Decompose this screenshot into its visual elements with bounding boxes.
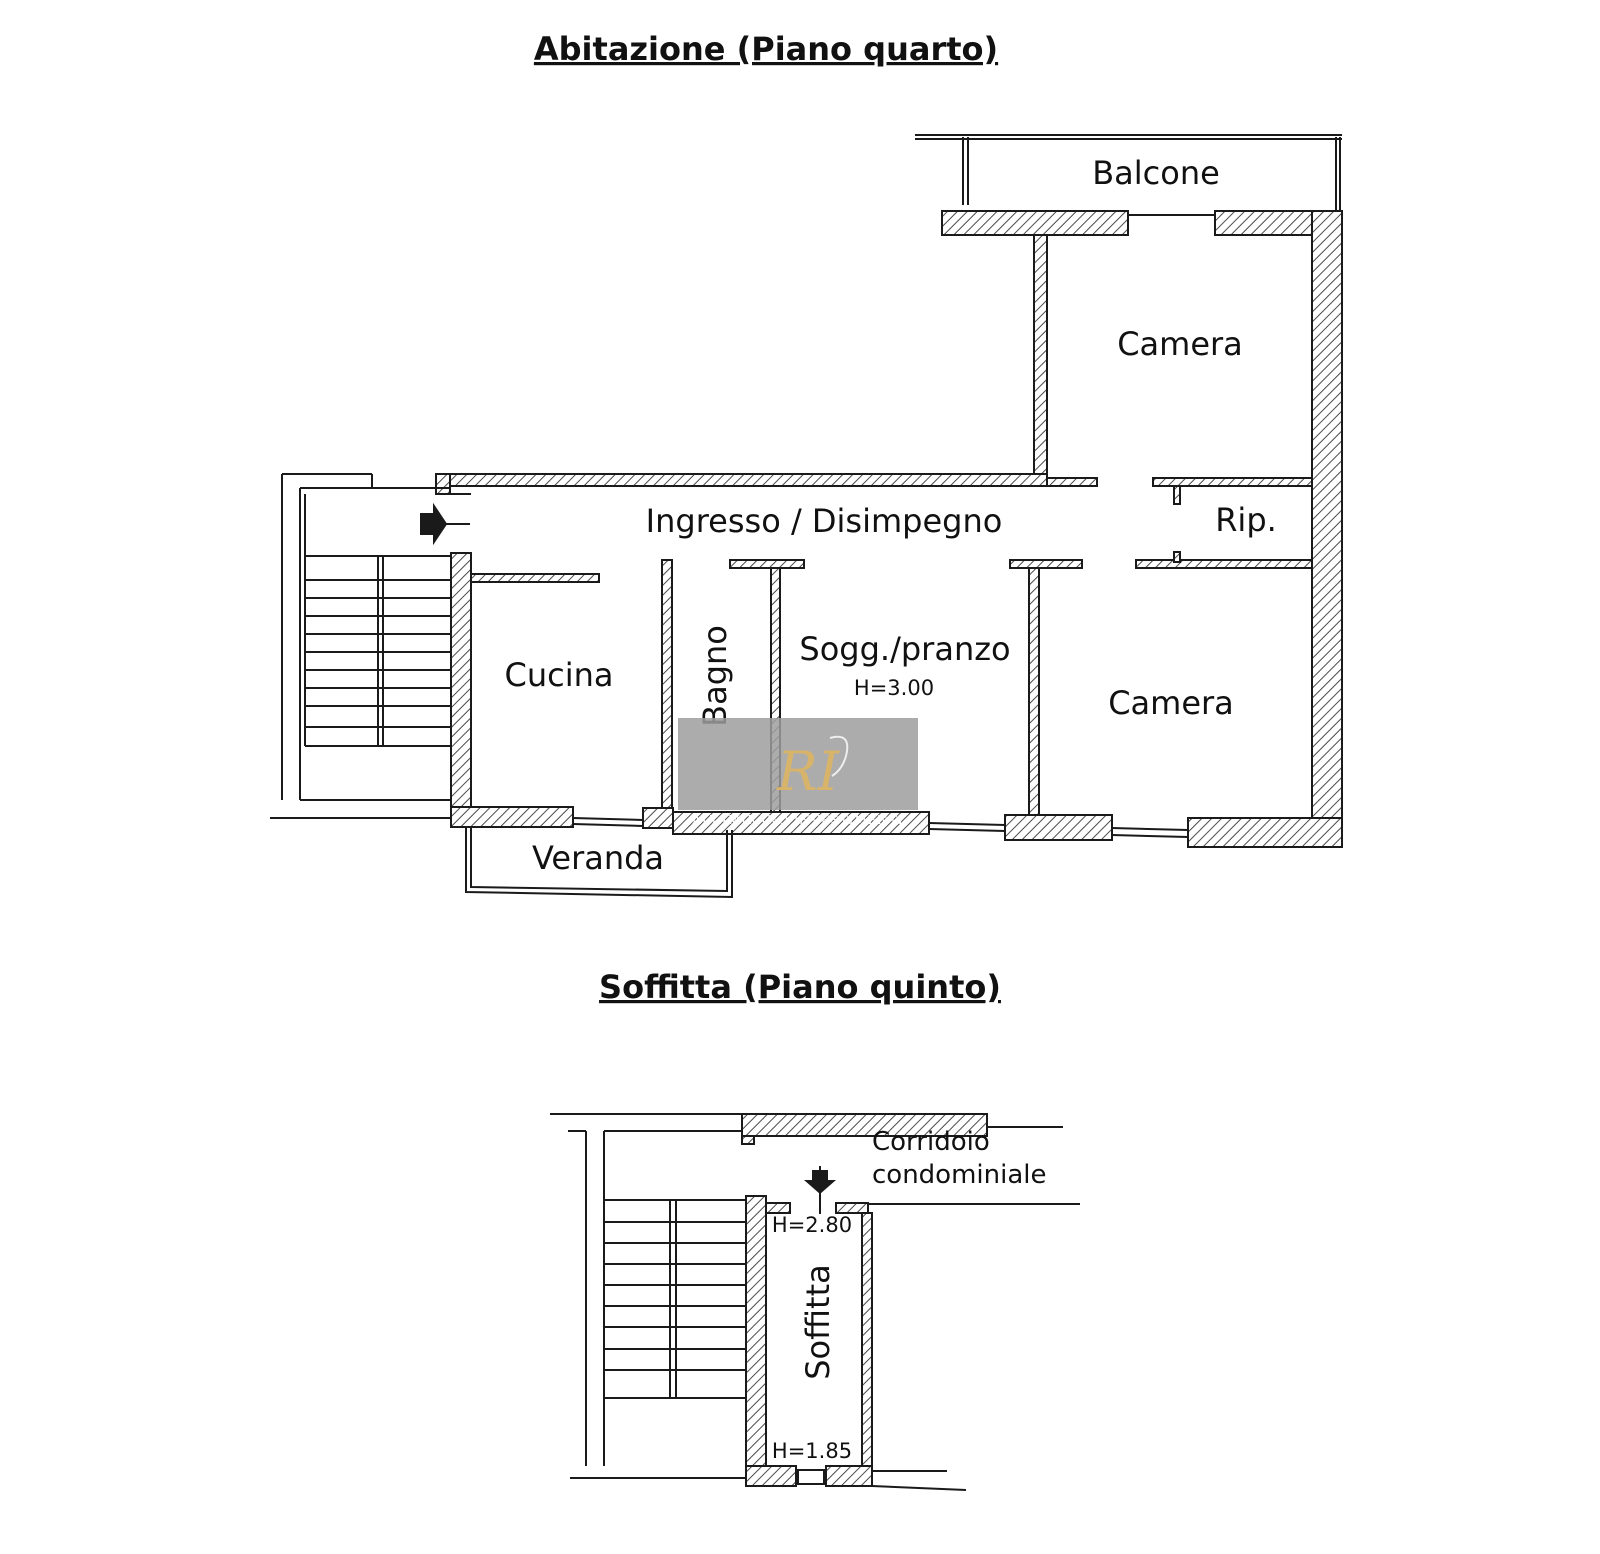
entry-arrow-f5-icon [804,1170,836,1194]
wall-soffitta-bottom-b [825,1465,873,1487]
label-corridoio-1: Corridoio [872,1127,990,1157]
wall-f5-top-jamb [741,1135,755,1145]
label-camera-top: Camera [1117,325,1243,363]
wall-corridor-top [435,473,1048,487]
entry-arrow-icon [420,502,448,546]
label-height-bottom: H=1.85 [772,1439,852,1463]
staircase-floor4 [270,473,471,819]
label-height-top: H=2.80 [772,1213,852,1237]
wall-soffitta-bottom-a [745,1465,797,1487]
watermark-logo: RI [776,740,841,803]
floor5-labels: Corridoio condominiale H=2.80 Soffitta H… [772,1127,1047,1463]
wall-entry-jamb [435,473,451,495]
floor5-plan [550,1113,1080,1491]
label-soggiorno-height: H=3.00 [854,676,934,700]
wall-soffitta-right [861,1212,873,1472]
partition-cucina-top [470,573,600,583]
label-soffitta: Soffitta [799,1264,837,1380]
label-soggiorno: Sogg./pranzo [799,630,1010,668]
partition-rip-door-bottom [1173,551,1181,563]
partition-camera-top-b [1152,477,1313,487]
floor5-title: Soffitta (Piano quinto) [599,968,1001,1006]
label-cucina: Cucina [505,656,614,694]
partition-soggiorno-top [1009,559,1083,569]
veranda-outline [465,827,733,899]
label-bagno: Bagno [696,625,734,727]
wall-right-exterior [1311,210,1343,848]
label-camera-bottom: Camera [1108,684,1234,722]
watermark: RI ALTAMIRANO INVESTIMENTI [678,718,918,827]
floor4-plan [270,134,1343,899]
wall-soffitta-top-a [765,1202,791,1214]
wall-f5-top [741,1113,988,1137]
wall-soffitta-top-b [835,1202,869,1214]
window-soffitta [797,1469,825,1485]
balcone-outline [915,134,1342,212]
wall-bottom-2 [642,807,674,829]
wall-cucina-bagno [661,559,673,811]
watermark-caption: ALTAMIRANO INVESTIMENTI [691,813,903,827]
label-corridoio-2: condominiale [872,1160,1047,1190]
partition-camera-top-a [1046,477,1098,487]
partition-bagno-top [729,559,805,569]
partition-camera-bottom-top [1135,559,1313,569]
label-rip: Rip. [1215,501,1277,539]
wall-left-exterior [450,552,472,814]
label-balcone: Balcone [1092,154,1220,192]
wall-camera-top-left [941,210,1129,236]
label-ingresso: Ingresso / Disimpegno [646,502,1003,540]
floor4-title: Abitazione (Piano quarto) [534,30,998,68]
floor4-labels: Balcone Camera Ingresso / Disimpegno Rip… [505,154,1277,877]
wall-bottom-4 [1004,814,1113,841]
windows-bottom [572,817,1189,838]
wall-soffitta-left [745,1195,767,1487]
wall-camera-top-left-side [1033,234,1048,480]
label-veranda: Veranda [532,839,664,877]
wall-bottom-1 [450,806,574,828]
wall-soggiorno-camera [1028,567,1040,819]
staircase-floor5 [568,1130,746,1466]
wall-bottom-5 [1187,817,1343,848]
partition-rip-door-top [1173,485,1181,505]
